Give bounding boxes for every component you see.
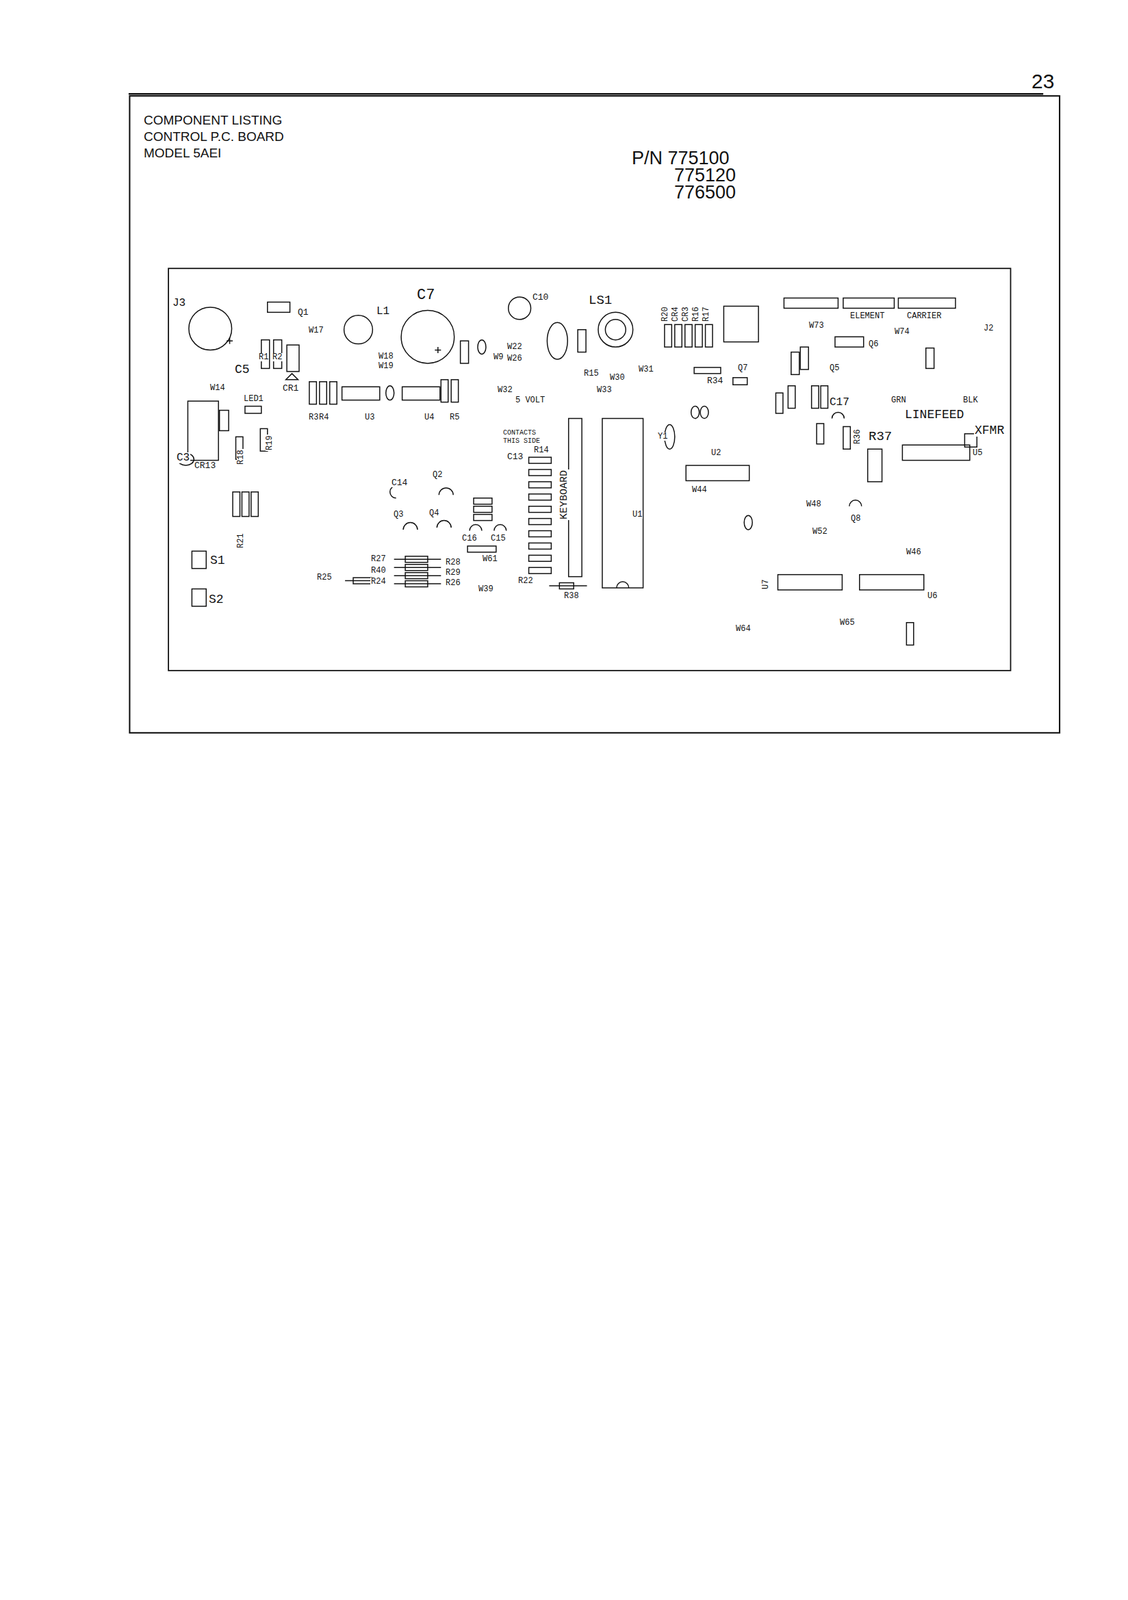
component-label: R15 xyxy=(583,369,600,378)
component-label: LINEFEED xyxy=(904,408,965,421)
component-label: W74 xyxy=(893,327,911,337)
component-label: CR1 xyxy=(282,383,300,393)
component-label: W32 xyxy=(496,386,514,395)
component-label: C13 xyxy=(506,452,524,462)
component-label: W19 xyxy=(377,362,395,371)
component-label: Q1 xyxy=(297,308,310,317)
component-label: THIS SIDE xyxy=(502,438,541,445)
component-label: Q3 xyxy=(392,510,404,519)
component-label: C15 xyxy=(490,534,507,543)
component-label: ELEMENT xyxy=(849,312,886,321)
component-label: L1 xyxy=(375,305,391,317)
component-label: R27 xyxy=(370,555,387,564)
component-label: R20 xyxy=(661,305,670,323)
component-label: S2 xyxy=(208,593,225,606)
part-number-text: 775120 xyxy=(673,166,737,185)
component-label: U5 xyxy=(971,449,983,458)
component-label: CR13 xyxy=(193,461,217,471)
component-label: C7 xyxy=(416,288,436,304)
component-label: W26 xyxy=(506,354,523,363)
component-label: C3 xyxy=(175,452,191,464)
component-label: Y1 xyxy=(657,432,669,441)
component-label: R40 xyxy=(370,566,387,575)
component-label: W73 xyxy=(808,321,825,330)
component-label: R21 xyxy=(236,532,246,549)
component-label: W31 xyxy=(637,365,655,374)
component-label: U6 xyxy=(926,592,938,601)
component-label: CONTACTS xyxy=(502,429,537,437)
component-label: LS1 xyxy=(587,294,613,308)
component-label: BLK xyxy=(962,396,979,405)
component-label: R38 xyxy=(563,592,580,601)
component-label: R16 xyxy=(691,305,701,323)
component-label: R19 xyxy=(265,434,274,452)
component-label: W39 xyxy=(477,585,495,594)
component-label: R4 xyxy=(318,413,330,422)
component-label: W61 xyxy=(481,555,499,564)
component-label: W48 xyxy=(805,500,823,509)
component-label: 5 VOLT xyxy=(514,396,546,405)
component-label: R24 xyxy=(370,577,387,586)
component-label: R14 xyxy=(533,446,550,455)
component-label: W52 xyxy=(811,527,829,536)
component-label: W30 xyxy=(609,373,626,382)
component-label: W64 xyxy=(735,624,752,634)
component-label: Q2 xyxy=(431,470,443,480)
component-label: KEYBOARD xyxy=(559,469,570,521)
component-label: W9 xyxy=(492,353,504,362)
component-label: W65 xyxy=(839,618,856,627)
component-label: R29 xyxy=(444,568,462,578)
component-label: R2 xyxy=(271,353,283,362)
component-label: U3 xyxy=(364,413,376,422)
component-label: R28 xyxy=(444,558,462,567)
component-label: W14 xyxy=(209,383,226,393)
component-label: R26 xyxy=(444,579,462,588)
component-label: GRN xyxy=(890,396,907,405)
component-label: W44 xyxy=(691,485,708,495)
component-label: U1 xyxy=(631,510,643,519)
component-label: CR3 xyxy=(681,305,690,323)
component-label: W22 xyxy=(506,342,523,352)
component-label: W33 xyxy=(596,386,613,395)
component-label: W46 xyxy=(905,548,922,557)
page-title: COMPONENT LISTING CONTROL P.C. BOARD MOD… xyxy=(143,112,324,162)
component-label: R5 xyxy=(449,413,460,422)
part-number-text: 23 xyxy=(1030,71,1055,92)
component-label: R36 xyxy=(853,428,862,445)
component-label: U2 xyxy=(710,449,722,458)
component-label: U4 xyxy=(423,413,435,422)
component-label: R22 xyxy=(517,577,534,586)
component-label: R37 xyxy=(867,430,893,444)
part-number-text: P/N 775100 xyxy=(631,149,731,168)
component-label: U7 xyxy=(761,579,771,591)
component-label: R1 xyxy=(258,353,269,362)
component-label: R18 xyxy=(236,449,246,466)
component-label: C10 xyxy=(531,292,549,302)
component-label: S1 xyxy=(209,554,226,567)
component-label: XFMR xyxy=(973,424,1005,437)
component-label: J3 xyxy=(171,297,187,309)
component-label: C14 xyxy=(390,478,408,488)
component-label: CARRIER xyxy=(906,312,942,321)
component-label: R25 xyxy=(316,573,333,582)
component-label: R17 xyxy=(702,305,711,323)
component-label: R3 xyxy=(308,413,319,422)
component-label: C17 xyxy=(828,396,851,408)
component-label: Q6 xyxy=(867,340,879,349)
component-label: Q7 xyxy=(737,364,749,373)
component-label: Q5 xyxy=(828,364,840,373)
component-label: R34 xyxy=(706,376,724,386)
component-label: C16 xyxy=(461,534,478,543)
component-label: W17 xyxy=(308,326,325,335)
part-number-text: 776500 xyxy=(673,183,737,202)
component-label: C5 xyxy=(234,363,251,376)
component-label: J2 xyxy=(982,324,994,333)
component-label: CR4 xyxy=(671,305,680,323)
component-label: Q4 xyxy=(428,509,440,518)
component-label: LED1 xyxy=(242,394,265,404)
component-label: Q8 xyxy=(850,514,862,523)
component-label: W18 xyxy=(377,352,395,361)
